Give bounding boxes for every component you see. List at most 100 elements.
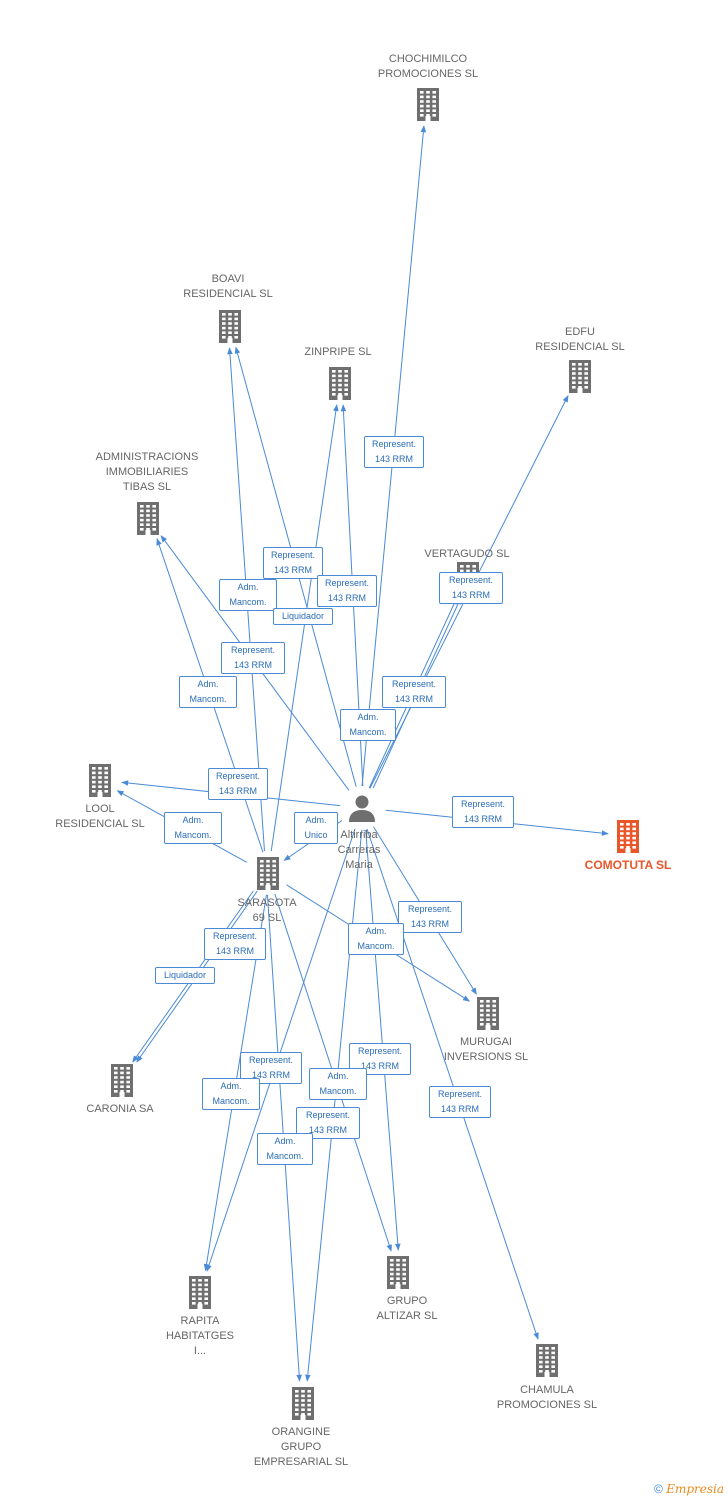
building-icon[interactable] [256, 856, 280, 895]
node-label-altizar[interactable]: GRUPO ALTIZAR SL [377, 1294, 438, 1324]
edge-label-line: Represent. [212, 931, 258, 941]
building-icon[interactable] [616, 819, 640, 858]
node-label-line: ALTIZAR SL [376, 1310, 438, 1322]
edge-label[interactable]: Represent.143 RRM [364, 436, 424, 468]
node-label-line: RESIDENCIAL SL [183, 288, 273, 300]
edge-label[interactable]: Represent.143 RRM [439, 572, 503, 604]
edge-label-line: 143 RRM [440, 1104, 479, 1114]
edge-label[interactable]: Represent.143 RRM [317, 575, 377, 607]
edge-label[interactable]: Adm. Mancom. [202, 1078, 260, 1110]
edge-label[interactable]: Adm.Mancom. [164, 812, 222, 844]
edge-sarasota-zinpripe [270, 404, 339, 852]
edge-label-line: Represent. [391, 679, 437, 689]
edge-label[interactable]: Adm.Mancom. [348, 923, 404, 955]
node-label-line: ZINPRIPE SL [304, 346, 372, 358]
building-icon[interactable] [110, 1063, 134, 1102]
building-icon[interactable] [218, 309, 242, 348]
edge-label[interactable]: Represent. 143 RRM [221, 642, 285, 674]
node-label-line: SARASOTA [237, 897, 297, 909]
edge-label-line: Adm. [305, 815, 327, 825]
edge-person-chamula [366, 828, 539, 1340]
edge-label-line: Represent. [460, 799, 506, 809]
edge-label-line: Mancom. [357, 941, 395, 951]
building-icon[interactable] [136, 501, 160, 540]
edge-label[interactable]: Adm.Mancom. [179, 676, 237, 708]
node-label-line: IMMOBILIARIES [105, 466, 189, 478]
node-label-caronia[interactable]: CARONIA SA [86, 1102, 153, 1117]
brand-logo: Empresia [666, 1482, 724, 1496]
node-label-line: VERTAGUDO SL [424, 548, 510, 560]
node-label-boavi[interactable]: BOAVI RESIDENCIAL SL [183, 272, 272, 302]
edge-label-line: 143 RRM [308, 1125, 347, 1135]
building-icon[interactable] [476, 996, 500, 1035]
edge-label-line: 143 RRM [410, 919, 449, 929]
edge-label[interactable]: Adm.Mancom. [340, 709, 396, 741]
node-label-vertagudo[interactable]: VERTAGUDO SL [424, 547, 509, 562]
edge-label[interactable]: Liquidador [155, 967, 215, 984]
edge-label-line: Mancom. [349, 727, 387, 737]
building-icon[interactable] [328, 366, 352, 405]
node-label-line: TIBAS SL [122, 481, 172, 493]
node-label-comotuta[interactable]: COMOTUTA SL [585, 858, 672, 873]
copyright-symbol: © [654, 1482, 663, 1496]
building-icon[interactable] [535, 1343, 559, 1382]
edge-label[interactable]: Adm. Mancom. [309, 1068, 367, 1100]
edge-label[interactable]: Represent.143 RRM [208, 768, 268, 800]
building-icon[interactable] [88, 763, 112, 802]
edge-label[interactable]: Represent.143 RRM [398, 901, 462, 933]
edge-label[interactable]: Represent.143 RRM [263, 547, 323, 579]
building-icon[interactable] [416, 87, 440, 126]
edge-label-line: Mancom. [174, 830, 212, 840]
edge-label[interactable]: Represent.143 RRM [204, 928, 266, 960]
edge-label-line: 143 RRM [374, 454, 413, 464]
edge-label-line: Unico [304, 830, 328, 840]
node-label-line: GRUPO [386, 1295, 428, 1307]
person-icon[interactable] [348, 794, 376, 827]
edge-label[interactable]: Liquidador [273, 608, 333, 625]
edge-label-line: Represent. [230, 645, 276, 655]
node-label-line: INVERSIONS SL [443, 1051, 529, 1063]
edge-label-line: 143 RRM [233, 660, 272, 670]
edge-label-line: Adm. [220, 1081, 242, 1091]
node-label-line: Carreras [337, 844, 381, 856]
node-label-line: EMPRESARIAL SL [253, 1456, 349, 1468]
building-icon[interactable] [188, 1275, 212, 1314]
edge-label-line: Mancom. [319, 1086, 357, 1096]
node-label-line: GRUPO [280, 1441, 322, 1453]
edge-label-line: Represent. [324, 578, 370, 588]
edge-label-line: Represent. [305, 1110, 351, 1120]
building-icon[interactable] [291, 1386, 315, 1425]
node-label-zinpripe[interactable]: ZINPRIPE SL [304, 345, 371, 360]
edge-label[interactable]: Represent.143 RRM [452, 796, 514, 828]
edge-person-orangine [305, 829, 363, 1382]
node-label-line: MURUGAI [460, 1036, 512, 1048]
node-label-line: I... [193, 1345, 207, 1357]
node-label-line: EDFU [565, 326, 595, 338]
building-icon[interactable] [386, 1255, 410, 1294]
edge-label-line: Adm. [274, 1136, 296, 1146]
edge-label-line: 143 RRM [273, 565, 312, 575]
edge-label[interactable]: Adm.Mancom. [219, 579, 277, 611]
edge-label-line: 143 RRM [394, 694, 433, 704]
edge-label-line: Mancom. [212, 1096, 250, 1106]
building-icon[interactable] [568, 359, 592, 398]
node-label-line: CHAMULA [520, 1384, 574, 1396]
node-label-line: BOAVI [211, 273, 245, 285]
node-label-line: RAPITA [180, 1315, 220, 1327]
edge-label[interactable]: Represent.143 RRM [429, 1086, 491, 1118]
edge-label-line: Represent. [215, 771, 261, 781]
edge-label[interactable]: Adm.Mancom. [257, 1133, 313, 1165]
node-label-murugai[interactable]: MURUGAI INVERSIONS SL [444, 1035, 528, 1065]
edge-label[interactable]: Adm. Unico [294, 812, 338, 844]
edge-label-line: Adm. [327, 1071, 349, 1081]
edge-label[interactable]: Represent. 143 RRM [382, 676, 446, 708]
